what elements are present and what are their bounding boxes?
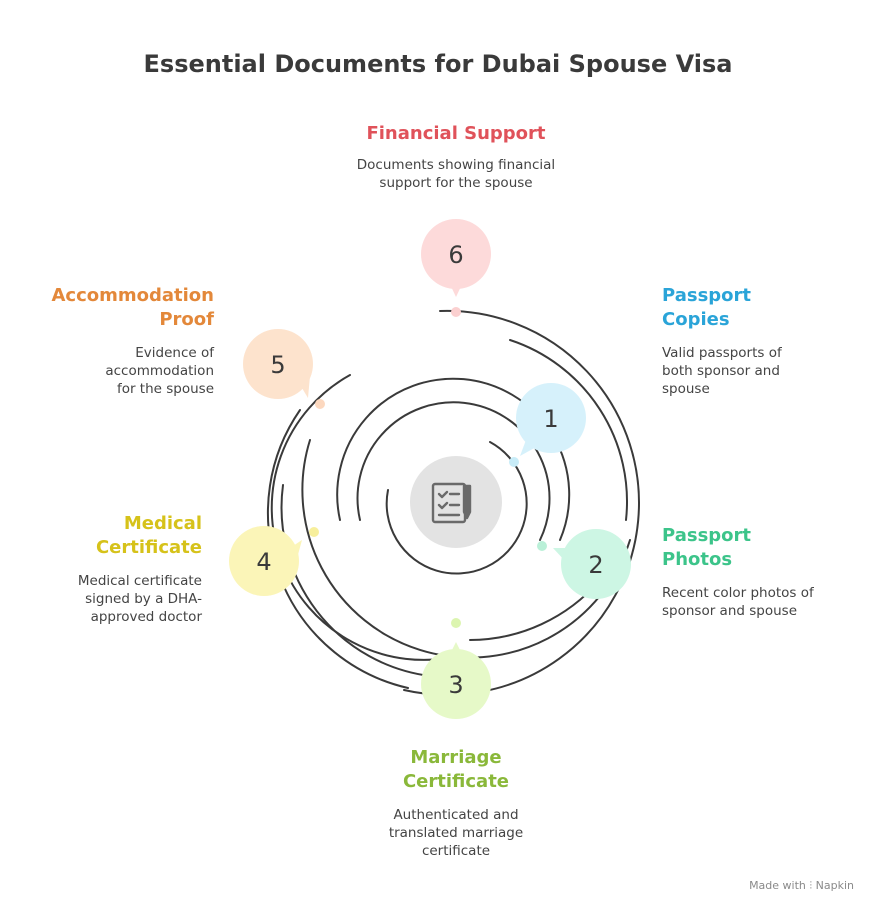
bubble-1: 1: [516, 383, 586, 456]
center-circle: [410, 456, 502, 548]
ring-2: [301, 439, 631, 659]
item-1-description: Valid passports of both sponsor and spou…: [662, 345, 782, 397]
item-5-label: Accommodation Proof Evidence of accommod…: [40, 284, 214, 398]
ring-inner-b: [356, 401, 551, 541]
item-4-heading: Medical Certificate: [95, 513, 202, 558]
bubble-2: 2: [553, 529, 631, 599]
item-4-label: Medical Certificate Medical certificate …: [40, 512, 202, 626]
ring-6: [509, 339, 628, 521]
ring-outer: [403, 309, 640, 696]
footer-brand: Napkin: [815, 879, 854, 892]
item-2-description: Recent color photos of sponsor and spous…: [662, 585, 814, 619]
dot-1: [509, 457, 519, 467]
item-2-heading: Passport Photos: [662, 525, 752, 570]
dot-6: [451, 307, 461, 317]
bubble-5-number: 5: [270, 351, 285, 379]
ring-inner-c: [385, 441, 528, 575]
item-4-description: Medical certificate signed by a DHA-appr…: [77, 573, 202, 625]
bubble-1-number: 1: [543, 405, 558, 433]
bubble-3: 3: [421, 642, 491, 719]
item-2-label: Passport Photos Recent color photos of s…: [662, 524, 842, 620]
bubble-5: 5: [243, 329, 313, 399]
item-5-description: Evidence of accommodation for the spouse: [105, 345, 214, 397]
bubble-6: 6: [421, 219, 491, 297]
bubble-3-number: 3: [448, 671, 463, 699]
dot-4: [309, 527, 319, 537]
bubble-4-number: 4: [256, 548, 271, 576]
item-6-label: Financial Support Documents showing fina…: [336, 122, 576, 192]
diagram-title: Essential Documents for Dubai Spouse Vis…: [143, 50, 733, 78]
item-3-description: Authenticated and translated marriage ce…: [388, 807, 524, 859]
footer: Made with ⫶ Napkin: [749, 879, 854, 893]
ring-inner-a: [336, 377, 571, 541]
bubble-2-number: 2: [588, 551, 603, 579]
footer-text: Made with: [749, 879, 806, 892]
item-6-heading: Financial Support: [366, 123, 546, 144]
dot-3: [451, 618, 461, 628]
bubble-6-number: 6: [448, 241, 463, 269]
checklist-pen-icon: [431, 482, 472, 524]
napkin-logo-icon: ⫶: [809, 879, 813, 892]
bubble-4: 4: [229, 526, 302, 596]
item-3-label: Marriage Certificate Authenticated and t…: [356, 746, 556, 860]
item-5-heading: Accommodation Proof: [51, 285, 214, 330]
item-1-heading: Passport Copies: [662, 285, 752, 330]
ring-3: [280, 484, 431, 677]
dot-2: [537, 541, 547, 551]
item-6-description: Documents showing financial support for …: [356, 157, 556, 191]
dot-5: [315, 399, 325, 409]
item-3-heading: Marriage Certificate: [402, 747, 510, 792]
item-1-label: Passport Copies Valid passports of both …: [662, 284, 812, 398]
